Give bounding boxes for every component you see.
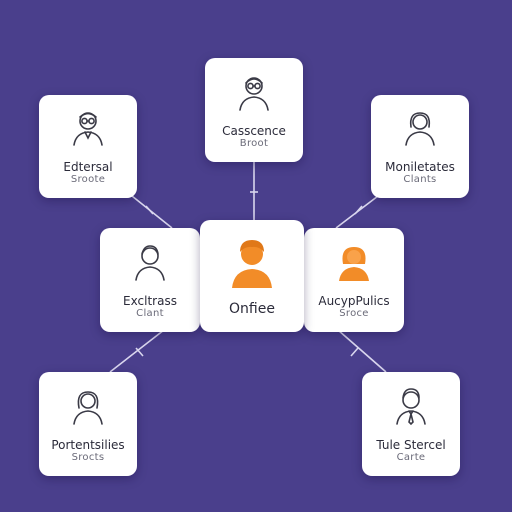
person-orange-icon [232,240,272,288]
node-title: Casscence [222,124,286,138]
person-tie-icon [396,388,426,426]
person-glasses-icon [73,112,103,146]
person-female-orange-icon [339,247,369,281]
node-bottom-right[interactable]: Tule Stercel Carte [362,372,460,476]
node-title: Moniletates [385,160,455,174]
connector-bottom-right [337,329,387,373]
node-center[interactable]: Onfiee [200,220,304,332]
node-subtitle: Sroote [70,174,106,185]
person-glasses-icon [239,77,269,111]
node-mid-right[interactable]: AucypPulics Sroce [304,228,404,332]
person-female-icon [405,112,435,146]
node-subtitle: Carte [396,452,426,463]
node-title: Onfiee [229,301,275,317]
node-title: AucypPulics [318,294,390,308]
node-top-left[interactable]: Edtersal Sroote [39,95,137,198]
node-title: Excltrass [123,294,177,308]
node-subtitle: Clants [403,174,437,185]
node-subtitle: Clant [136,308,164,319]
person-male-icon [135,245,165,281]
node-title: Tule Stercel [376,438,446,452]
node-top[interactable]: Casscence Broot [205,58,303,162]
node-subtitle: Sroce [339,308,369,319]
node-title: Edtersal [63,160,113,174]
node-mid-left[interactable]: Excltrass Clant [100,228,200,332]
connector-bottom-left [109,329,165,373]
node-subtitle: Broot [239,138,269,149]
node-bottom-left[interactable]: Portentsilies Srocts [39,372,137,476]
node-top-right[interactable]: Moniletates Clants [371,95,469,198]
node-subtitle: Srocts [71,452,105,463]
person-female-icon [73,391,103,425]
node-title: Portentsilies [51,438,125,452]
